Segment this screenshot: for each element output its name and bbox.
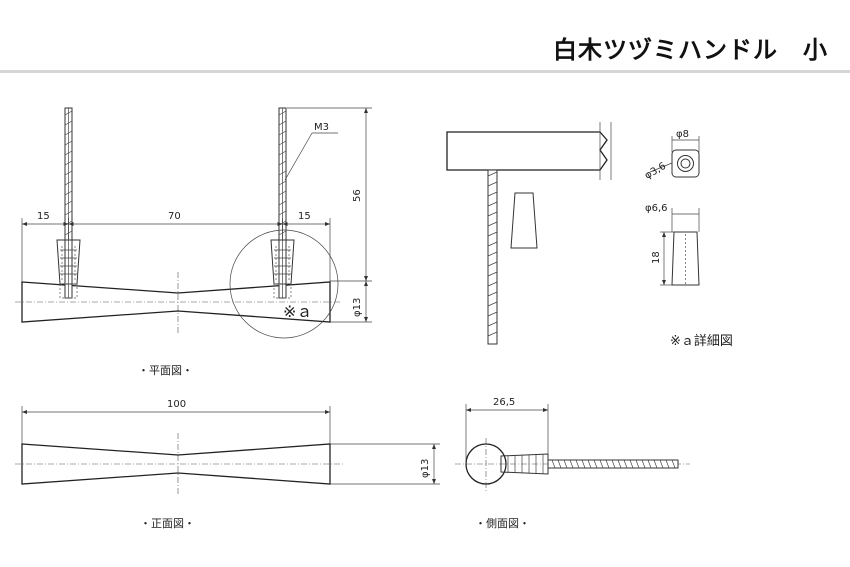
plan-view: ※ａ 15 70 15 56 φ13 M3 ・平面図・ [15,107,372,377]
section-view [446,122,612,345]
dim-phi13-front: φ13 [420,459,431,478]
page-title: 白木ツヅミハンドル 小 [553,36,828,64]
dim-phi13-plan: φ13 [352,298,363,317]
plan-view-caption: ・平面図・ [138,364,193,377]
panel-section [446,131,608,171]
dim-70: 70 [168,211,181,222]
front-view: 100 φ13 ・正面図・ [15,399,440,530]
dim-100: 100 [167,399,186,410]
detail-caption: ※ａ詳細図 [670,333,733,349]
dim-phi3-6: φ3,6 [643,161,668,182]
header-rule [0,70,850,73]
dim-26-5: 26,5 [493,397,515,408]
left-stud [56,107,81,299]
right-stud [270,107,295,299]
dim-m3: M3 [314,122,329,133]
dim-15-right: 15 [298,211,311,222]
dim-18: 18 [651,251,662,264]
detail-circle [229,229,339,339]
detail-marker: ※ａ [283,302,312,321]
dim-phi6-6: φ6,6 [645,203,668,214]
side-view: 26,5 ・側面図・ [455,397,690,530]
section-insert [510,192,538,249]
dim-phi8: φ8 [676,129,689,140]
dim-15-left: 15 [37,211,50,222]
front-view-caption: ・正面図・ [140,517,195,530]
detail-a: φ8 φ3,6 φ6,6 18 ※ａ詳細図 [643,129,733,349]
dim-56: 56 [352,189,363,202]
side-view-caption: ・側面図・ [475,517,530,530]
section-rod [487,169,498,345]
